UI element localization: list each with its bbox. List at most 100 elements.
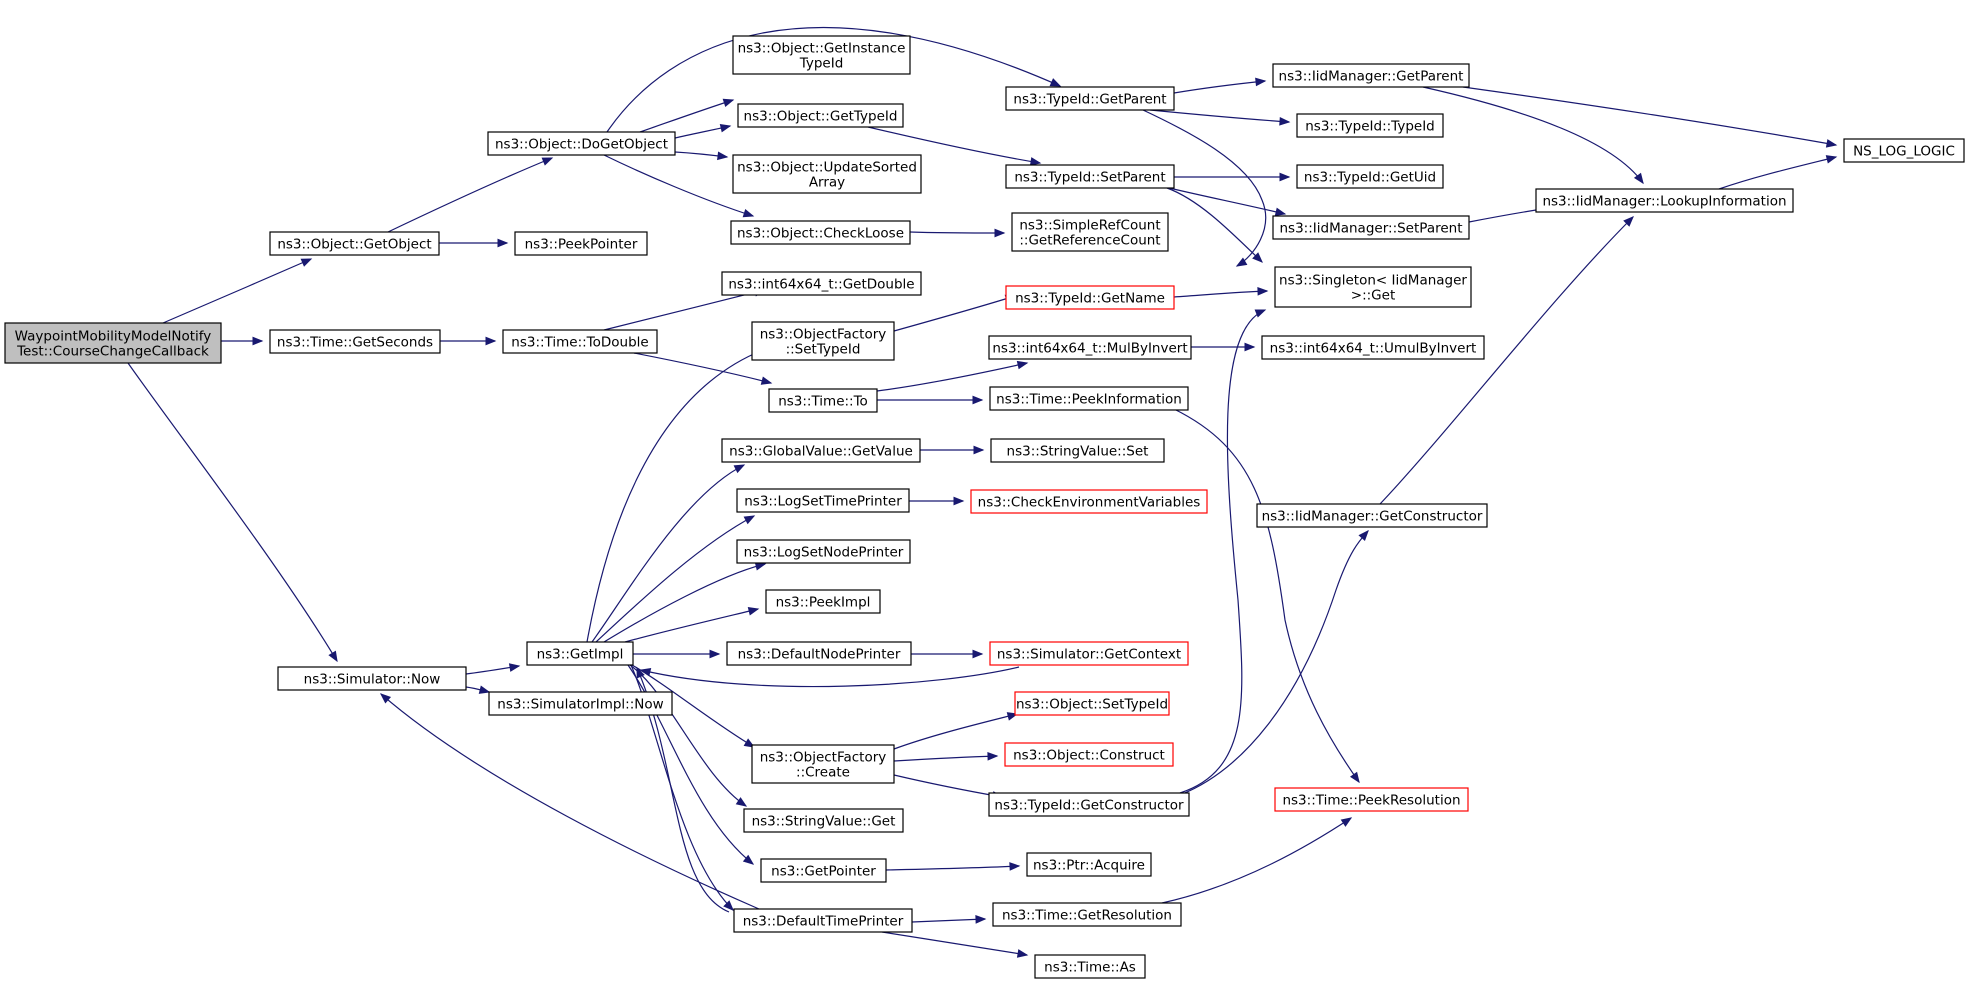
- node-time-to[interactable]: ns3::Time::To: [768, 388, 878, 413]
- node-label: ns3::ObjectFactory: [760, 327, 887, 343]
- node-obj-dogetobject[interactable]: ns3::Object::DoGetObject: [487, 131, 676, 156]
- node-box: [1261, 335, 1485, 360]
- node-box: [1272, 215, 1470, 240]
- node-int64-mulbyinvert[interactable]: ns3::int64x64_t::MulByInvert: [988, 335, 1192, 360]
- node-peekpointer[interactable]: ns3::PeekPointer: [514, 231, 648, 256]
- arrowhead: [1358, 529, 1369, 541]
- nodes-layer: WaypointMobilityModelNotifyTest::CourseC…: [4, 35, 1965, 979]
- node-time-as[interactable]: ns3::Time::As: [1034, 954, 1146, 979]
- node-box: [992, 902, 1182, 927]
- node-typeid-setparent[interactable]: ns3::TypeId::SetParent: [1005, 164, 1175, 189]
- node-box: [1296, 164, 1444, 189]
- edge-typeid_getconstructor-to-singleton_get: [1179, 309, 1267, 794]
- node-sim-getcontext[interactable]: ns3::Simulator::GetContext: [989, 641, 1189, 666]
- node-label: ns3::GetPointer: [771, 864, 876, 880]
- node-int64-getdouble[interactable]: ns3::int64x64_t::GetDouble: [721, 271, 922, 296]
- node-int64-umulbyinvert[interactable]: ns3::int64x64_t::UmulByInvert: [1261, 335, 1485, 360]
- edge-obj_dogetobject-to-obj_getinstancetypeid: [639, 98, 735, 133]
- node-iid-getconstructor[interactable]: ns3::IidManager::GetConstructor: [1256, 503, 1488, 528]
- node-label: Array: [809, 175, 845, 191]
- arrowhead: [1049, 78, 1062, 87]
- node-box: [502, 329, 658, 354]
- node-label: ns3::SimpleRefCount: [1019, 218, 1160, 234]
- node-objfactory-create[interactable]: ns3::ObjectFactory::Create: [751, 744, 895, 784]
- node-time-peekinformation[interactable]: ns3::Time::PeekInformation: [989, 386, 1189, 411]
- edge-getimpl-to-globalvalue_getvalue: [591, 464, 746, 643]
- node-defaultnodeprinter[interactable]: ns3::DefaultNodePrinter: [726, 641, 912, 666]
- edge-obj_getobject-to-obj_dogetobject: [387, 157, 554, 233]
- node-stringvalue-set[interactable]: ns3::StringValue::Set: [990, 438, 1165, 463]
- node-typeid-getuid[interactable]: ns3::TypeId::GetUid: [1296, 164, 1444, 189]
- arrowhead: [1016, 949, 1029, 958]
- node-typeid-getparent[interactable]: ns3::TypeId::GetParent: [1005, 86, 1175, 111]
- node-box: [726, 641, 912, 666]
- node-getimpl[interactable]: ns3::GetImpl: [526, 641, 634, 666]
- arrowhead: [953, 496, 965, 506]
- edge-defaultnodeprinter-to-sim_getcontext: [911, 649, 984, 659]
- node-obj-settypeid[interactable]: ns3::Object::SetTypeId: [1014, 691, 1170, 716]
- node-box: [768, 388, 878, 413]
- node-label: ns3::int64x64_t::MulByInvert: [992, 341, 1187, 357]
- node-label: ns3::Object::GetObject: [277, 237, 431, 253]
- node-logsetnodeprinter[interactable]: ns3::LogSetNodePrinter: [736, 539, 911, 564]
- node-time-getresolution[interactable]: ns3::Time::GetResolution: [992, 902, 1182, 927]
- node-time-todouble[interactable]: ns3::Time::ToDouble: [502, 329, 658, 354]
- arrowhead: [1257, 286, 1269, 296]
- node-checkenvvars[interactable]: ns3::CheckEnvironmentVariables: [970, 489, 1208, 514]
- node-iid-getparent[interactable]: ns3::IidManager::GetParent: [1272, 63, 1470, 88]
- node-obj-getobject[interactable]: ns3::Object::GetObject: [269, 231, 440, 256]
- node-simimpl-now[interactable]: ns3::SimulatorImpl::Now: [488, 691, 673, 716]
- node-defaulttimeprinter[interactable]: ns3::DefaultTimePrinter: [733, 908, 913, 933]
- node-singleton-get[interactable]: ns3::Singleton< IidManager >::Get: [1274, 266, 1472, 308]
- edge-sim_getcontext-to-getimpl: [639, 666, 1020, 688]
- node-label: ::GetReferenceCount: [1019, 233, 1160, 249]
- edge-line: [603, 154, 754, 217]
- node-obj-construct[interactable]: ns3::Object::Construct: [1004, 742, 1174, 767]
- node-label: ns3::PeekImpl: [776, 595, 871, 611]
- edge-obj_getobject-to-peekpointer: [439, 238, 509, 248]
- node-obj-checkloose[interactable]: ns3::Object::CheckLoose: [730, 220, 911, 245]
- node-box: [1014, 691, 1170, 716]
- node-logsettimeprinter[interactable]: ns3::LogSetTimePrinter: [736, 488, 910, 513]
- arrowhead: [987, 751, 999, 761]
- arrowhead: [1244, 342, 1256, 352]
- node-label: ns3::TypeId::SetParent: [1014, 170, 1165, 186]
- edge-obj_checkloose-to-simplerefcount: [909, 228, 1006, 238]
- edge-line: [640, 666, 1020, 688]
- arrowhead: [508, 663, 521, 672]
- node-stringvalue-get[interactable]: ns3::StringValue::Get: [743, 808, 904, 833]
- edge-line: [1179, 309, 1266, 794]
- node-ptr-acquire[interactable]: ns3::Ptr::Acquire: [1026, 852, 1152, 877]
- edge-line: [387, 157, 553, 233]
- node-time-peekresolution[interactable]: ns3::Time::PeekResolution: [1274, 787, 1469, 812]
- node-typeid-getconstructor[interactable]: ns3::TypeId::GetConstructor: [988, 792, 1190, 817]
- edge-line: [1173, 80, 1266, 94]
- node-ns-log-logic[interactable]: NS_LOG_LOGIC: [1843, 138, 1965, 163]
- arrowhead: [1252, 252, 1263, 263]
- node-time-getseconds[interactable]: ns3::Time::GetSeconds: [269, 329, 441, 354]
- node-sim-now[interactable]: ns3::Simulator::Now: [277, 666, 467, 691]
- node-globalvalue-getvalue[interactable]: ns3::GlobalValue::GetValue: [721, 438, 921, 463]
- node-getpointer[interactable]: ns3::GetPointer: [760, 858, 887, 883]
- arrowhead: [717, 151, 729, 161]
- arrowhead: [1255, 77, 1267, 87]
- node-obj-gettypeid[interactable]: ns3::Object::GetTypeId: [737, 103, 904, 128]
- node-label: ns3::Time::PeekInformation: [996, 392, 1182, 408]
- node-objfactory-settypeid[interactable]: ns3::ObjectFactory::SetTypeId: [751, 321, 895, 361]
- edge-iid_getparent-to-ns_log_logic: [1462, 86, 1838, 148]
- edge-line: [1422, 86, 1644, 184]
- node-iid-lookupinfo[interactable]: ns3::IidManager::LookupInformation: [1535, 188, 1794, 213]
- node-typeid-getname[interactable]: ns3::TypeId::GetName: [1005, 285, 1175, 310]
- node-box: [4, 322, 222, 364]
- node-box: [269, 329, 441, 354]
- node-peekimpl[interactable]: ns3::PeekImpl: [765, 589, 881, 614]
- arrowhead: [328, 650, 338, 663]
- arrowhead: [760, 376, 773, 385]
- node-typeid-typeid[interactable]: ns3::TypeId::TypeId: [1296, 113, 1444, 138]
- arrowhead: [994, 228, 1006, 238]
- node-iid-setparent[interactable]: ns3::IidManager::SetParent: [1272, 215, 1470, 240]
- node-label: ns3::GetImpl: [537, 647, 624, 663]
- node-simplerefcount[interactable]: ns3::SimpleRefCount::GetReferenceCount: [1011, 212, 1169, 252]
